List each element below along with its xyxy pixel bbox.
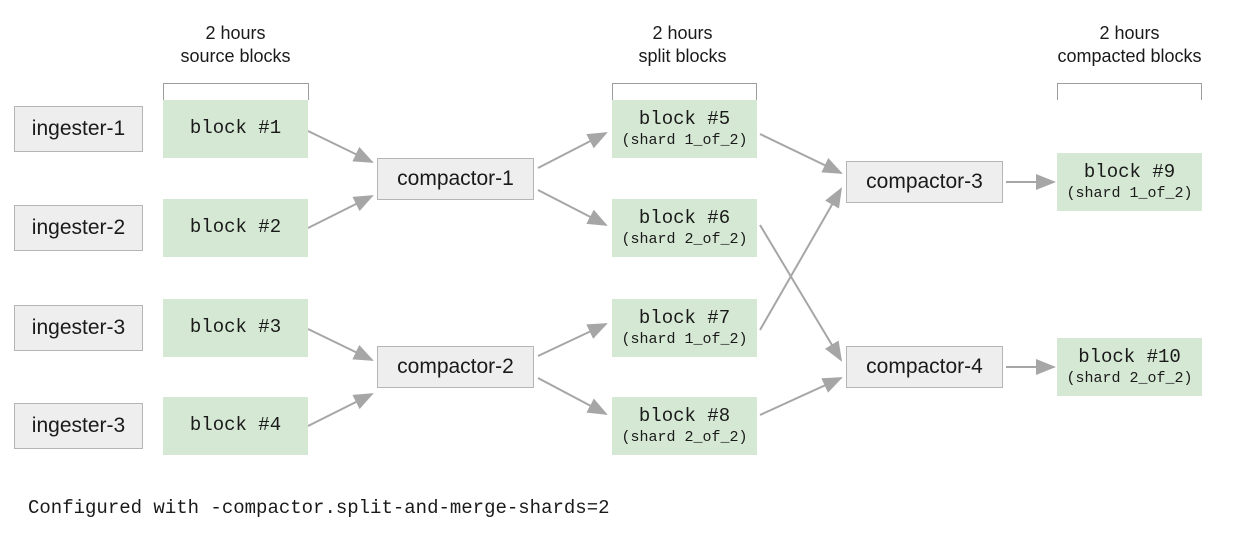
- source-block-4-label: block #4: [189, 414, 282, 437]
- group-label-compacted: 2 hours compacted blocks: [1042, 22, 1217, 67]
- group-label-source-line2: source blocks: [180, 45, 291, 66]
- compactor-1-node[interactable]: compactor-1: [377, 158, 534, 200]
- split-block-7[interactable]: block #7 (shard 1_of_2): [612, 299, 757, 357]
- source-block-2-label: block #2: [189, 216, 282, 239]
- compactor-2-node[interactable]: compactor-2: [377, 346, 534, 388]
- source-block-3[interactable]: block #3: [163, 299, 308, 357]
- configuration-note: Configured with -compactor.split-and-mer…: [28, 497, 610, 519]
- group-label-source-line1: 2 hours: [205, 23, 266, 43]
- group-label-compacted-line2: compacted blocks: [1057, 45, 1202, 66]
- split-block-7-shard: (shard 1_of_2): [621, 330, 748, 348]
- group-label-compacted-line1: 2 hours: [1099, 23, 1160, 43]
- compactor-4-node[interactable]: compactor-4: [846, 346, 1003, 388]
- ingester-3b-label: ingester-3: [31, 413, 126, 437]
- split-block-7-label: block #7: [638, 306, 731, 329]
- ingester-3a-label: ingester-3: [31, 315, 126, 339]
- source-block-1[interactable]: block #1: [163, 100, 308, 158]
- split-block-5[interactable]: block #5 (shard 1_of_2): [612, 100, 757, 158]
- compactor-1-label: compactor-1: [397, 166, 514, 190]
- split-block-5-label: block #5: [638, 107, 731, 130]
- ingester-1-label: ingester-1: [31, 116, 126, 140]
- ingester-3b-node[interactable]: ingester-3: [14, 403, 143, 449]
- split-block-8-shard: (shard 2_of_2): [621, 428, 748, 446]
- compacted-block-9-label: block #9: [1083, 160, 1176, 183]
- edge-block7-compactor3: [759, 187, 842, 331]
- source-block-4[interactable]: block #4: [163, 397, 308, 455]
- ingester-2-node[interactable]: ingester-2: [14, 205, 143, 251]
- edge-block1-compactor1: [307, 130, 374, 163]
- edge-block8-compactor4: [759, 377, 843, 416]
- edge-compactor1-block5: [537, 132, 608, 169]
- compactor-3-node[interactable]: compactor-3: [846, 161, 1003, 203]
- group-label-split-line2: split blocks: [638, 45, 727, 66]
- compacted-block-9[interactable]: block #9 (shard 1_of_2): [1057, 153, 1202, 211]
- edge-compactor2-block7: [537, 323, 608, 357]
- compacted-block-10[interactable]: block #10 (shard 2_of_2): [1057, 338, 1202, 396]
- ingester-2-label: ingester-2: [31, 215, 126, 239]
- source-block-2[interactable]: block #2: [163, 199, 308, 257]
- group-label-source: 2 hours source blocks: [158, 22, 313, 67]
- compactor-4-label: compactor-4: [866, 354, 983, 378]
- split-block-5-shard: (shard 1_of_2): [621, 131, 748, 149]
- edge-block5-compactor3: [759, 133, 843, 174]
- edge-compactor1-block6: [537, 189, 608, 226]
- split-block-6-shard: (shard 2_of_2): [621, 230, 748, 248]
- compacted-block-10-shard: (shard 2_of_2): [1066, 369, 1193, 387]
- group-bracket-compacted: [1057, 83, 1202, 100]
- edge-block4-compactor2: [307, 393, 374, 427]
- edge-compactor2-block8: [537, 377, 608, 415]
- compactor-2-label: compactor-2: [397, 354, 514, 378]
- group-bracket-source: [163, 83, 309, 100]
- ingester-3a-node[interactable]: ingester-3: [14, 305, 143, 351]
- edge-block2-compactor1: [307, 195, 374, 229]
- source-block-3-label: block #3: [189, 316, 282, 339]
- ingester-1-node[interactable]: ingester-1: [14, 106, 143, 152]
- compactor-3-label: compactor-3: [866, 169, 983, 193]
- source-block-1-label: block #1: [189, 117, 282, 140]
- edge-block6-compactor4: [759, 224, 843, 362]
- split-block-8-label: block #8: [638, 404, 731, 427]
- group-label-split-line1: 2 hours: [652, 23, 713, 43]
- edge-block3-compactor2: [307, 328, 374, 361]
- compacted-block-10-label: block #10: [1078, 345, 1181, 368]
- group-label-split: 2 hours split blocks: [605, 22, 760, 67]
- compacted-block-9-shard: (shard 1_of_2): [1066, 184, 1193, 202]
- split-block-8[interactable]: block #8 (shard 2_of_2): [612, 397, 757, 455]
- split-block-6[interactable]: block #6 (shard 2_of_2): [612, 199, 757, 257]
- split-block-6-label: block #6: [638, 206, 731, 229]
- group-bracket-split: [612, 83, 757, 100]
